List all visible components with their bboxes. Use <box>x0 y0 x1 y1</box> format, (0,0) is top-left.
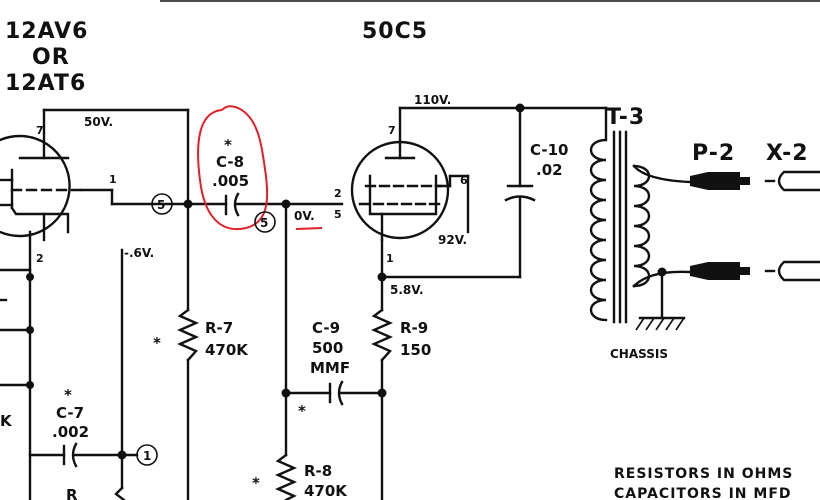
right-pin-6: 6 <box>460 174 468 187</box>
r7-resistor <box>177 308 199 362</box>
left-pin-1: 1 <box>109 173 117 186</box>
chassis-ground <box>635 316 686 331</box>
right-pin-7: 7 <box>388 124 396 137</box>
c7-star: * <box>64 386 72 404</box>
r9-value: 150 <box>400 341 431 359</box>
right-pin-1: 1 <box>386 252 394 265</box>
r9-name: R-9 <box>400 319 428 337</box>
voltage-neg-0-6v: -.6V. <box>124 246 154 260</box>
c10-value: .02 <box>536 161 563 179</box>
voltage-92v: 92V. <box>438 233 467 247</box>
voltage-5-8v: 5.8V. <box>390 283 424 297</box>
plug-p2 <box>690 172 750 280</box>
transformer-t3 <box>589 106 651 324</box>
r8-name: R-8 <box>304 462 332 480</box>
c8-value: .005 <box>212 172 249 190</box>
markup-circle <box>197 105 269 231</box>
test-point-1-label: 1 <box>143 449 151 463</box>
left-pin-2: 2 <box>36 252 44 265</box>
c9-value-1: 500 <box>312 339 343 357</box>
junction-dot <box>183 199 193 209</box>
markup-underline <box>295 227 323 230</box>
voltage-50v: 50V. <box>84 115 113 129</box>
plug-label: P-2 <box>692 141 735 166</box>
test-point-5-left-label: 5 <box>157 198 165 212</box>
junction-dot <box>26 273 34 281</box>
left-tube-title-2: 12AT6 <box>5 71 86 96</box>
c9-value-2: MMF <box>310 359 350 377</box>
r8-resistor <box>275 453 297 500</box>
r-label-fragment: R <box>66 486 78 500</box>
left-pin-7: 7 <box>36 124 44 137</box>
right-pin-5: 5 <box>334 208 342 221</box>
c7-value: .002 <box>52 423 89 441</box>
junction-dot <box>377 272 387 282</box>
r7-name: R-7 <box>205 319 233 337</box>
note-capacitors: CAPACITORS IN MFD <box>614 486 792 500</box>
test-point-5-right-label: 5 <box>260 216 268 230</box>
c9-star: * <box>298 402 306 420</box>
left-tube-title-or: OR <box>32 45 70 70</box>
r8-value: 470K <box>304 482 348 500</box>
note-resistors: RESISTORS IN OHMS <box>614 466 793 482</box>
right-tube <box>350 106 452 242</box>
voltage-110v: 110V. <box>414 93 451 107</box>
c8-star: * <box>224 136 232 154</box>
voltage-0v: 0V. <box>294 209 315 223</box>
c9-name: C-9 <box>312 319 340 337</box>
left-resistor-k: K <box>0 412 13 430</box>
r7-star: * <box>153 334 161 352</box>
junction-dot <box>26 381 34 389</box>
left-tube <box>0 108 190 500</box>
c8-name: C-8 <box>216 153 244 171</box>
c7-name: C-7 <box>56 404 84 422</box>
c10-capacitor <box>504 184 536 202</box>
jack-label: X-2 <box>766 141 809 166</box>
junction-dot <box>26 326 34 334</box>
jack-x2 <box>764 170 820 282</box>
r7-value: 470K <box>205 341 249 359</box>
right-tube-title: 50C5 <box>362 19 428 44</box>
c10-name: C-10 <box>530 141 568 159</box>
r9-resistor <box>371 308 393 362</box>
junction-dot <box>657 267 667 277</box>
chassis-label: CHASSIS <box>610 347 668 361</box>
left-tube-title-1: 12AV6 <box>5 19 88 44</box>
test-point-5-left <box>151 193 173 215</box>
transformer-label: T-3 <box>606 105 645 130</box>
right-pin-2: 2 <box>334 187 342 200</box>
test-point-5-right <box>254 211 276 233</box>
r8-star: * <box>252 474 260 492</box>
